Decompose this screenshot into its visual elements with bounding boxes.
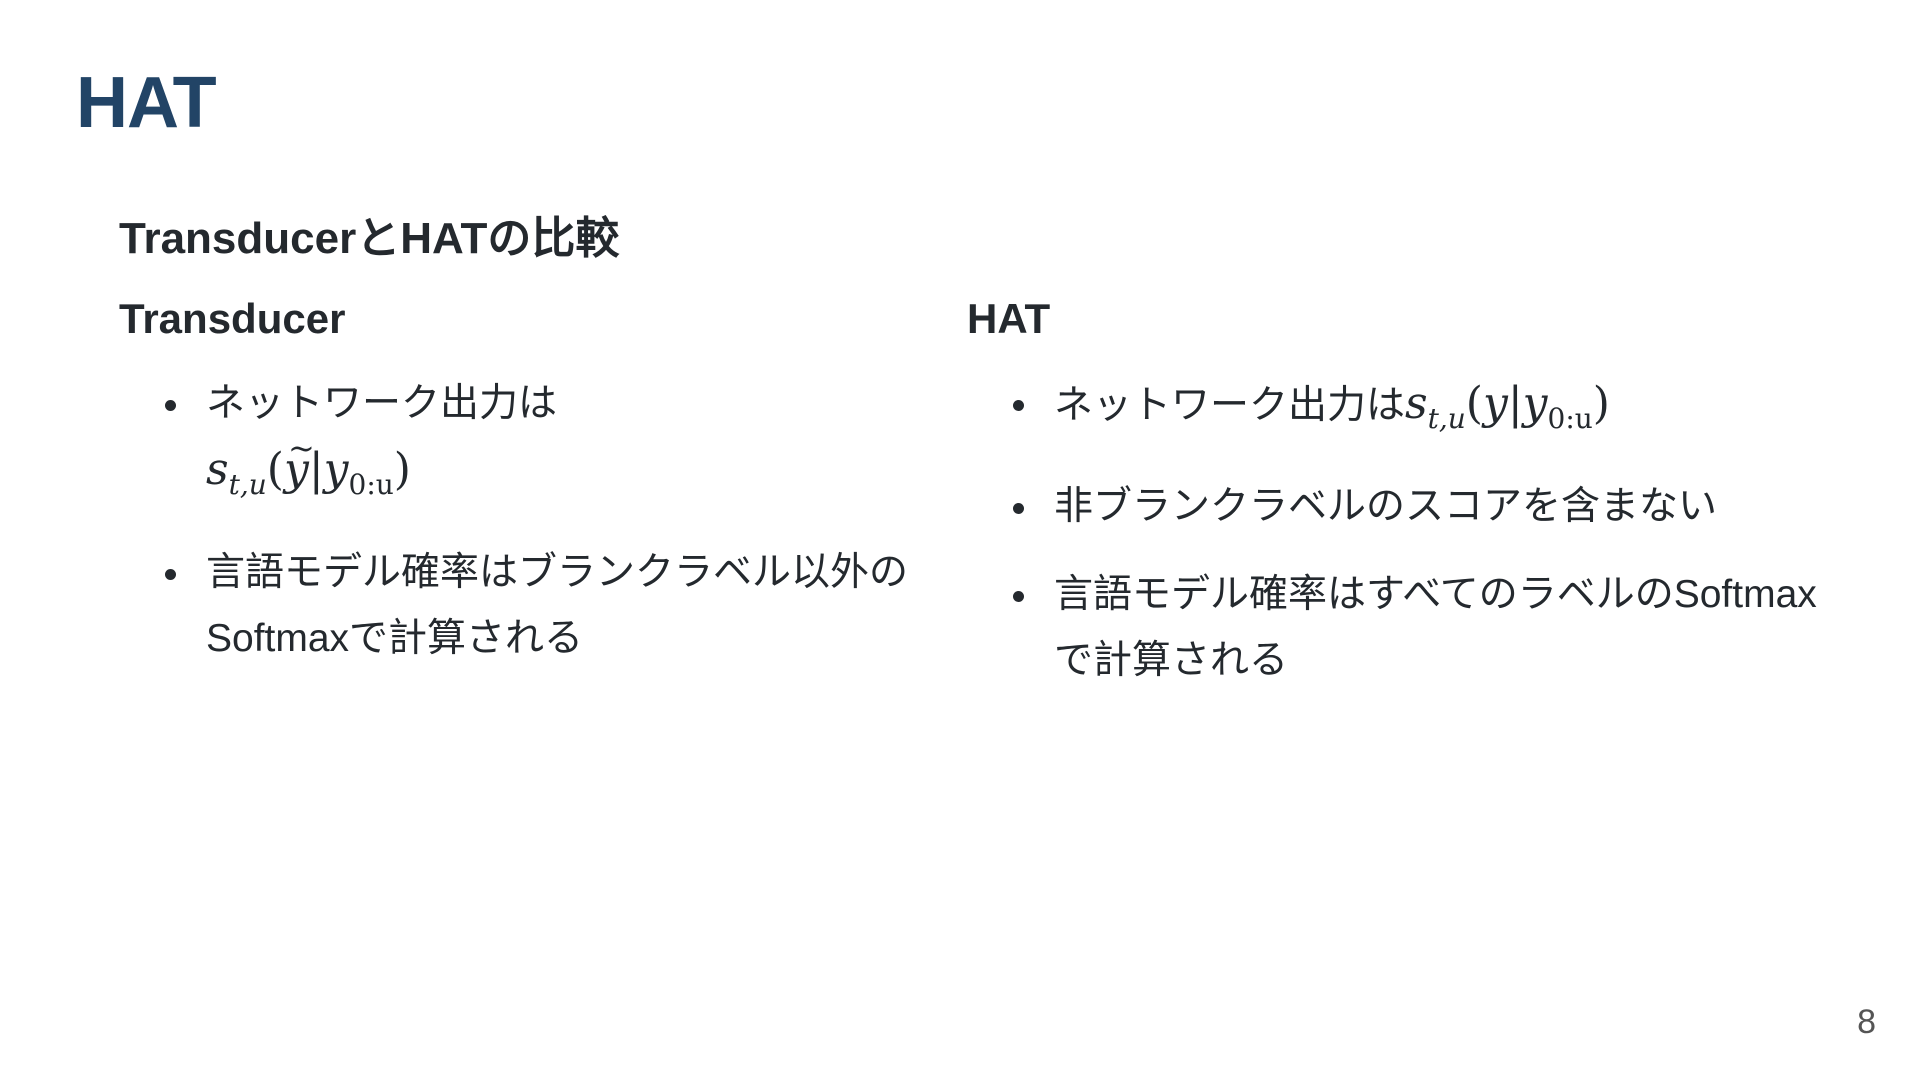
page-number: 8 <box>1857 1003 1876 1041</box>
section-heading: TransducerとHATの比較 <box>119 214 620 263</box>
transducer-list: ネットワーク出力は st,u(y|y0:u) 言語モデル確率はブランクラベル以外… <box>119 371 959 672</box>
bullet-icon <box>1013 591 1024 602</box>
formula: st,u(y|y0:u) <box>1405 378 1610 435</box>
bullet-icon <box>1013 400 1024 411</box>
tilde-y: y <box>284 415 315 503</box>
bullet-icon <box>165 569 176 580</box>
list-item-text: 非ブランクラベルのスコアを含まない <box>1054 485 1718 528</box>
list-item: 非ブランクラベルのスコアを含まない <box>1013 474 1827 540</box>
hat-heading: HAT <box>967 295 1051 342</box>
list-item: ネットワーク出力は st,u(y|y0:u) <box>165 371 959 518</box>
bullet-icon <box>165 400 176 411</box>
hat-list: ネットワーク出力はst,u(y|y0:u) 非ブランクラベルのスコアを含まない … <box>967 371 1827 694</box>
formula: st,u(y|y0:u) <box>206 415 411 501</box>
list-item-text: ネットワーク出力は <box>206 382 558 425</box>
list-item-text: ネットワーク出力は <box>1054 384 1406 427</box>
hat-column: HAT ネットワーク出力はst,u(y|y0:u) 非ブランクラベルのスコアを含… <box>967 295 1827 716</box>
list-item-text: 言語モデル確率はすべてのラベルのSoftmaxで計算される <box>1054 573 1817 682</box>
list-item: 言語モデル確率はブランクラベル以外のSoftmaxで計算される <box>165 540 959 672</box>
list-item: 言語モデル確率はすべてのラベルのSoftmaxで計算される <box>1013 562 1827 694</box>
list-item-text: 言語モデル確率はブランクラベル以外のSoftmaxで計算される <box>206 551 909 660</box>
transducer-column: Transducer ネットワーク出力は st,u(y|y0:u) 言語モデル確… <box>119 295 959 694</box>
bullet-icon <box>1013 503 1024 514</box>
transducer-heading: Transducer <box>119 295 346 342</box>
slide-title: HAT <box>76 63 217 143</box>
list-item: ネットワーク出力はst,u(y|y0:u) <box>1013 371 1827 452</box>
